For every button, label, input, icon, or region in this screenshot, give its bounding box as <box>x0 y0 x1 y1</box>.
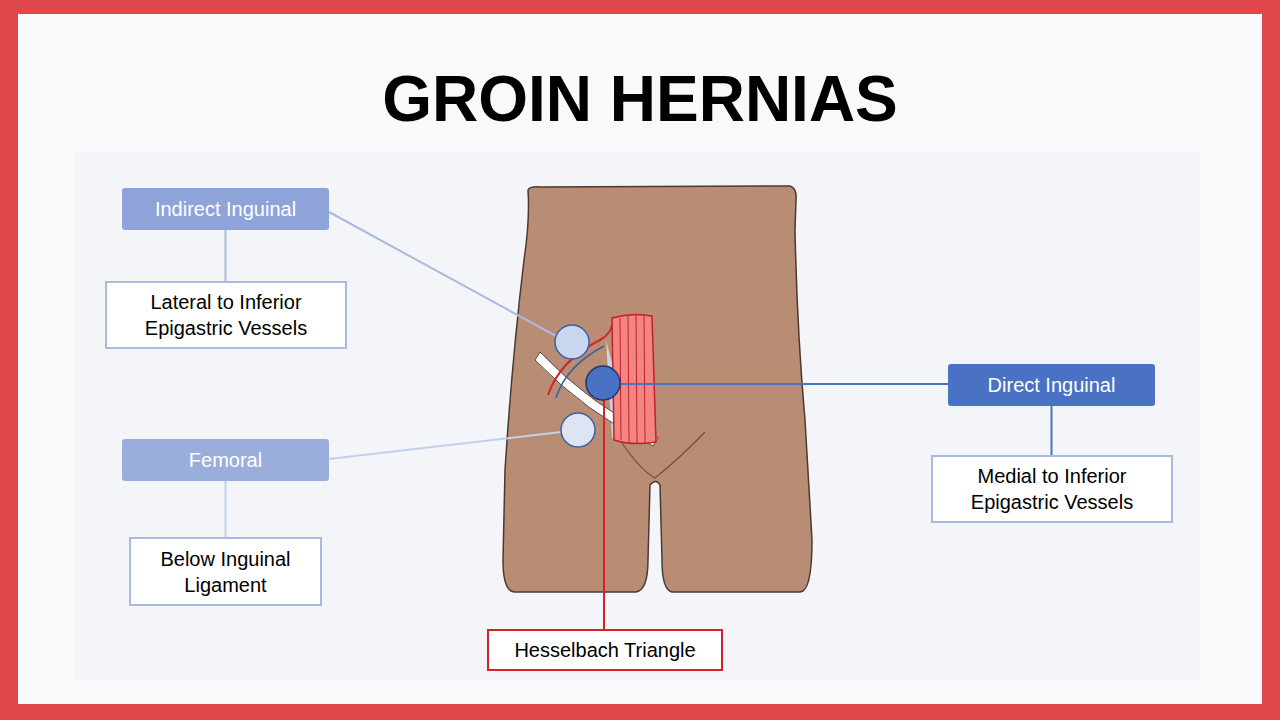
femoral-hernia-site <box>561 413 595 447</box>
hernia-type-box: Direct Inguinal <box>948 364 1155 406</box>
leader-line <box>603 400 605 629</box>
description-box: Lateral to Inferior Epigastric Vessels <box>105 281 347 349</box>
node-text: Medial to Inferior Epigastric Vessels <box>943 463 1161 515</box>
indirect-hernia-site <box>555 325 589 359</box>
description-box: Below Inguinal Ligament <box>129 537 322 606</box>
leader-line <box>329 432 561 459</box>
connector <box>225 481 227 537</box>
node-text: Femoral <box>189 447 262 473</box>
body-silhouette <box>503 186 812 592</box>
description-box: Medial to Inferior Epigastric Vessels <box>931 455 1173 523</box>
muscle-fibres <box>620 315 645 443</box>
label-box: Hesselbach Triangle <box>487 629 723 671</box>
node-text: Indirect Inguinal <box>155 196 296 222</box>
leader-line <box>329 212 556 336</box>
direct-hernia-site <box>586 366 620 400</box>
hernia-type-box: Femoral <box>122 439 329 481</box>
hernia-type-box: Indirect Inguinal <box>122 188 329 230</box>
connector <box>225 230 227 281</box>
leader-line <box>620 383 948 385</box>
node-text: Lateral to Inferior Epigastric Vessels <box>117 289 335 341</box>
node-text: Below Inguinal Ligament <box>141 546 310 598</box>
title: GROIN HERNIAS <box>0 62 1280 136</box>
node-text: Hesselbach Triangle <box>514 637 695 663</box>
node-text: Direct Inguinal <box>988 372 1116 398</box>
connector <box>1051 406 1053 455</box>
